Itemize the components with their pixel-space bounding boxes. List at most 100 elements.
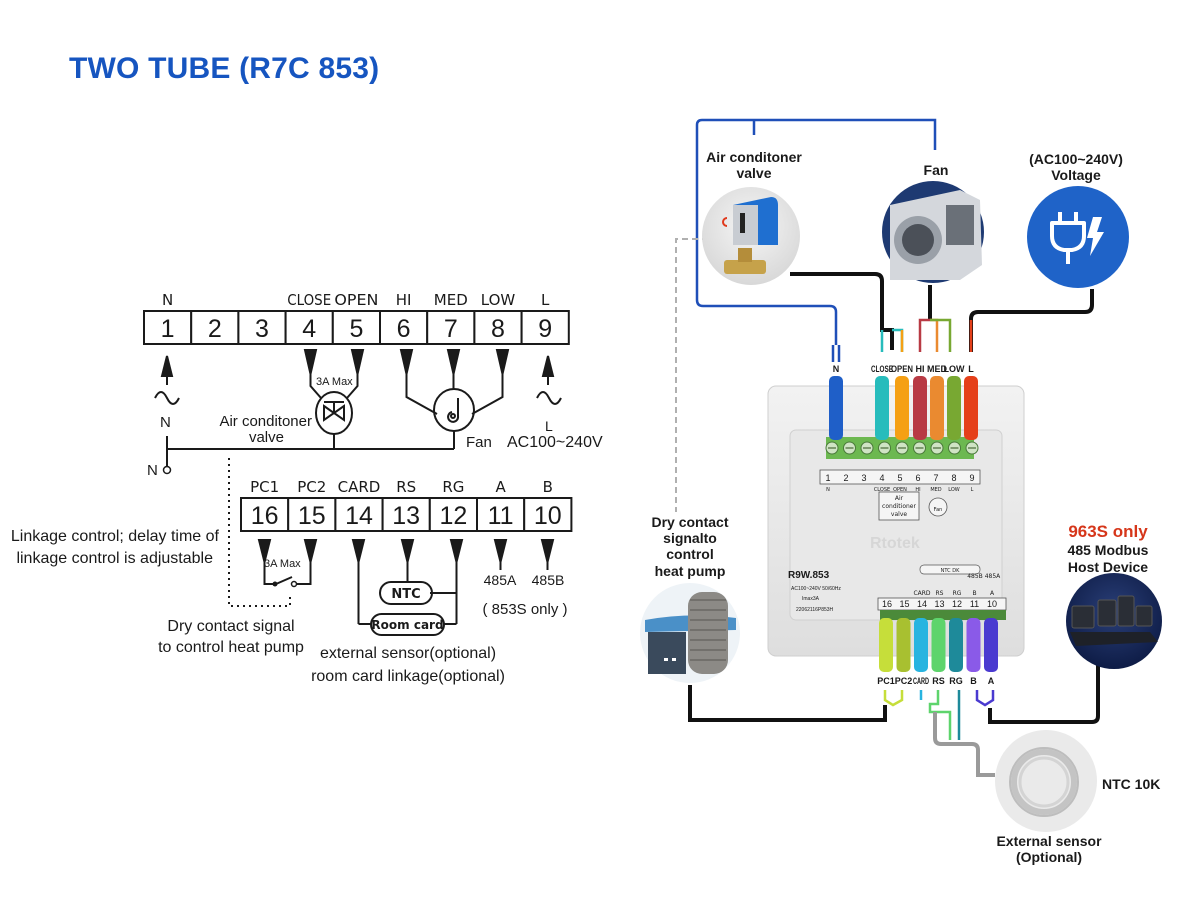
wire-rg <box>949 618 963 672</box>
device-valve-text-1: Air <box>895 495 904 502</box>
valve-title-1: Air conditoner <box>706 149 802 165</box>
valve-label-1: Air conditoner <box>219 413 312 430</box>
valve-wire <box>790 272 894 350</box>
wire-low <box>947 376 961 440</box>
device-terminal-number: 3 <box>861 473 866 483</box>
wire-open <box>895 376 909 440</box>
photo-diagram: Air conditoner valve Fan (AC100~240V) Vo… <box>640 118 1162 865</box>
wire-label: CLOSE <box>871 364 893 374</box>
fan-title: Fan <box>924 162 949 178</box>
external-sensor-title: External sensor <box>996 833 1102 849</box>
close-arrow <box>303 349 318 375</box>
terminal-number: 9 <box>538 315 552 343</box>
terminal-number: 14 <box>345 502 373 530</box>
device-terminal-number: 12 <box>952 599 962 609</box>
heat-pump-label-4: heat pump <box>655 563 726 579</box>
device-valve-text-3: valve <box>891 511 907 518</box>
fan-symbol <box>433 388 475 432</box>
terminal-4 <box>284 310 334 345</box>
terminal-5 <box>331 310 381 345</box>
b-arrow <box>540 539 555 563</box>
device-terminal-number: 7 <box>933 473 938 483</box>
terminal-label: PC1 <box>250 478 279 496</box>
device-terminal-label: LOW <box>948 487 960 493</box>
neutral-bus-line <box>695 118 937 362</box>
wire-label: RS <box>932 676 945 686</box>
pc2-arrow <box>303 539 318 563</box>
spec-voltage: AC100~240V 50/60Hz <box>791 586 841 592</box>
wire-med <box>930 376 944 440</box>
fan-icon <box>447 398 460 423</box>
wire-a <box>984 618 998 672</box>
device-terminal-number: 8 <box>951 473 956 483</box>
terminal-number: 7 <box>444 315 458 343</box>
card-arrow <box>351 539 366 563</box>
terminal-label: N <box>162 291 173 309</box>
485b-label: 485B <box>532 572 565 588</box>
ntc-sensor-box <box>379 581 433 605</box>
wire-label: L <box>968 364 974 374</box>
terminal-1 <box>143 310 193 345</box>
terminal-number: 4 <box>302 315 316 343</box>
wire-label: A <box>988 676 995 686</box>
terminal-number: 3 <box>255 315 269 343</box>
wire-pc1 <box>879 618 893 672</box>
neutral-label-1: N <box>160 414 171 431</box>
page-title: TWO TUBE (R7C 853) <box>69 52 380 85</box>
device-485-label: 485B <box>967 573 983 580</box>
wire-card <box>914 618 928 672</box>
terminal-number: 15 <box>298 502 326 530</box>
terminal-number: 6 <box>397 315 411 343</box>
device-terminal-number: 11 <box>970 599 979 609</box>
voltage-title-2: Voltage <box>1051 167 1101 183</box>
brand-watermark: Rtotek <box>870 535 920 552</box>
pc-wire-tail <box>883 690 904 707</box>
wire-pc2 <box>896 618 911 672</box>
485a-label: 485A <box>484 572 517 588</box>
wire-label: B <box>970 676 977 686</box>
device-485-label: 485A <box>985 573 1001 580</box>
wire-label: PC1 <box>877 676 895 686</box>
device-terminal-number: 5 <box>897 473 902 483</box>
room-card-linkage-label: room card linkage(optional) <box>311 668 505 685</box>
wire-label: LOW <box>944 364 965 374</box>
device-terminal-number: 9 <box>969 473 974 483</box>
terminal-label: LOW <box>481 291 516 309</box>
device-terminal-label: A <box>990 590 995 597</box>
terminal-number: 12 <box>439 502 467 530</box>
modbus-label: 485 Modbus <box>1068 542 1149 558</box>
sensor-cable <box>933 712 995 777</box>
valve-max-label: 3A Max <box>316 376 353 388</box>
dry-contact-label-1: Dry contact signal <box>167 618 294 635</box>
terminal-label: OPEN <box>334 291 378 309</box>
wire-rs <box>931 618 946 672</box>
terminal-9 <box>520 310 570 345</box>
neutral-label-2: N <box>147 462 158 479</box>
device-terminal-label: CARD <box>913 590 930 597</box>
wire-label: RG <box>949 676 963 686</box>
device-terminal-number: 14 <box>917 599 927 609</box>
heat-pump-label-2: signalto <box>663 530 717 546</box>
485-wire-tail <box>975 690 995 707</box>
wire-label: PC2 <box>895 676 913 686</box>
spec-serial: 22062116P853H <box>796 607 834 613</box>
terminal-label: B <box>543 478 553 496</box>
device-terminal-label: HI <box>915 487 920 493</box>
device-terminal-label: MED <box>930 487 941 493</box>
modbus-host-photo <box>1066 573 1162 669</box>
terminal-label: L <box>541 291 550 309</box>
modbus-wire <box>988 660 1100 724</box>
heat-pump-wire <box>688 685 887 722</box>
853s-only-label: ( 853S only ) <box>482 601 567 618</box>
ac-symbol-l <box>536 391 562 405</box>
device-terminal-label: OPEN <box>893 487 907 493</box>
device-terminal-label: RS <box>936 590 944 597</box>
terminal-number: 10 <box>534 502 562 530</box>
terminal-2 <box>190 310 240 345</box>
ntc-label: NTC <box>391 587 420 602</box>
low-arrow <box>495 349 510 375</box>
